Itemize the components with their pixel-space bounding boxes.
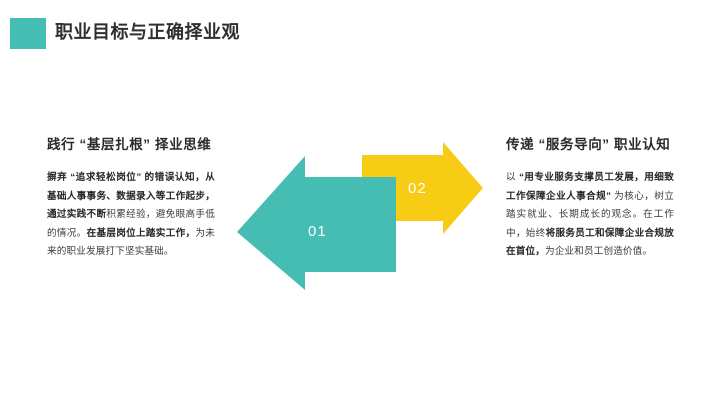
page-title: 职业目标与正确择业观 bbox=[55, 22, 240, 42]
column-left-heading: 践行 “基层扎根” 择业思维 bbox=[47, 137, 212, 152]
arrow-01-shape bbox=[237, 156, 396, 290]
arrow-01-number: 01 bbox=[308, 223, 327, 240]
column-right-heading: 传递 “服务导向” 职业认知 bbox=[506, 137, 671, 152]
arrow-02-number: 02 bbox=[408, 180, 427, 197]
title-accent-block bbox=[10, 18, 46, 49]
arrow-diagram: 01 02 bbox=[228, 142, 492, 294]
column-right-body: 以 “用专业服务支撑员工发展，用细致工作保障企业人事合规” 为核心，树立踏实就业… bbox=[506, 172, 674, 257]
content-column-left: 践行 “基层扎根” 择业思维 摒弃 “追求轻松岗位” 的错误认知，从基础人事事务… bbox=[47, 134, 215, 262]
content-column-right: 传递 “服务导向” 职业认知 以 “用专业服务支撑员工发展，用细致工作保障企业人… bbox=[506, 134, 674, 262]
column-left-body: 摒弃 “追求轻松岗位” 的错误认知，从基础人事事务、数据录入等工作起步，通过实践… bbox=[47, 172, 215, 257]
slide-title-bar: 职业目标与正确择业观 bbox=[0, 18, 720, 49]
